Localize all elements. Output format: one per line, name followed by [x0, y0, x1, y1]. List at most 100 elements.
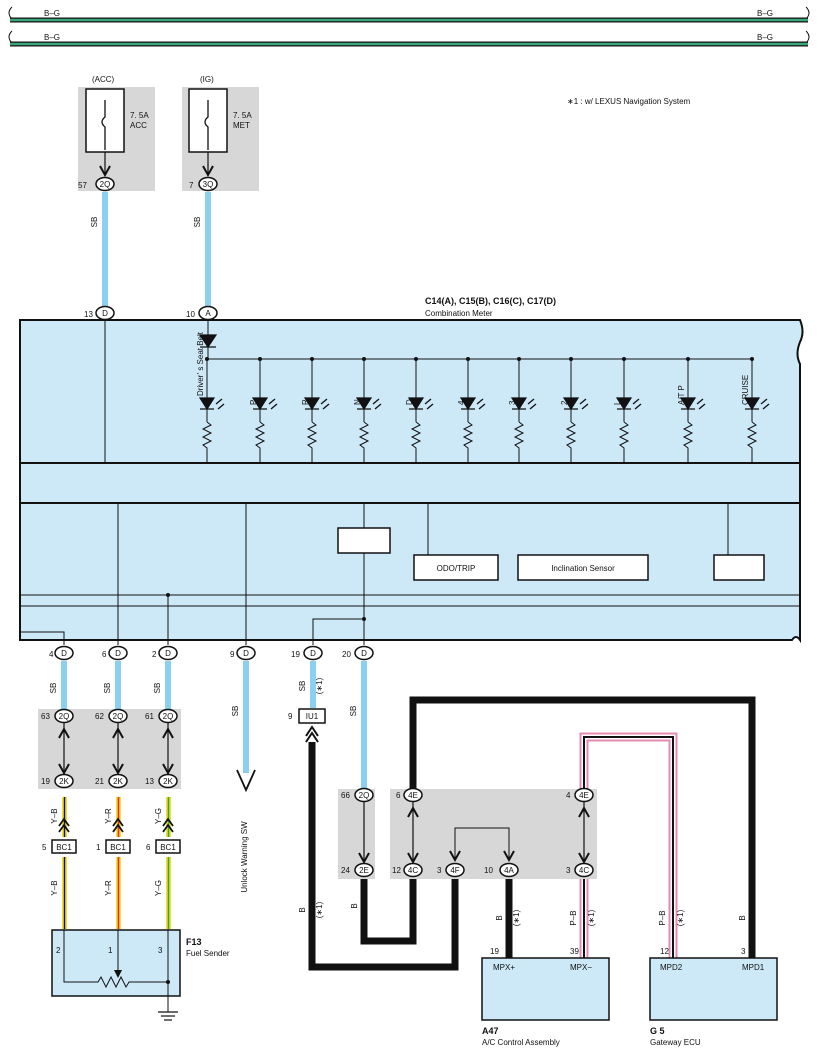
connector-oval [95, 176, 115, 192]
pin-number: 6 [396, 791, 401, 800]
wire-color-label: B [738, 915, 747, 920]
bus-label: B–G [757, 33, 773, 42]
wire-sb [102, 192, 108, 307]
wire-color-label: P–B [569, 910, 578, 925]
wire-color-label: P–B [658, 910, 667, 925]
pin-number: 62 [95, 712, 104, 721]
conn-label: 2Q [100, 180, 111, 189]
bus-label: B–G [757, 9, 773, 18]
connector-oval [574, 787, 594, 803]
ac-name: A/C Control Assembly [482, 1038, 560, 1047]
bc1-connector [155, 839, 181, 854]
ac-code: A47 [482, 1026, 499, 1036]
fuel-sender-code: F13 [186, 937, 202, 947]
conn-label: BC1 [56, 843, 72, 852]
gateway-code: G 5 [650, 1026, 665, 1036]
note-ref: (∗1) [587, 909, 596, 926]
pin-number: 2 [56, 946, 61, 955]
wire-color-label: SB [349, 706, 358, 717]
pin-number: 21 [95, 777, 104, 786]
fuse-rating: 7. 5A [233, 111, 252, 120]
fuel-sender-name: Fuel Sender [186, 949, 230, 958]
conn-label: D [61, 649, 67, 658]
wire-color-label: Y–G [154, 808, 163, 824]
led-label: Driver’ s Seat Belt [196, 331, 205, 396]
pin-number: 1 [108, 946, 113, 955]
pin-number: 19 [490, 947, 499, 956]
power-bus: B–G B–G B–G B–G [8, 6, 810, 47]
conn-label: 4C [408, 866, 418, 875]
pin-number: 3 [437, 866, 442, 875]
led-label: A/T P [677, 385, 686, 405]
meter-ecu-box [337, 527, 391, 554]
pin-number: 3 [741, 947, 746, 956]
fuse-acc: (ACC) 7. 5A ACC 57 [78, 75, 155, 191]
fuse-rating: 7. 5A [130, 111, 149, 120]
pin-number: 3 [158, 946, 163, 955]
pin-number: 4 [566, 791, 571, 800]
pin-number: 1 [96, 843, 101, 852]
wire-sb [205, 192, 211, 307]
pin-number: 6 [146, 843, 151, 852]
wire-color-label: B [298, 907, 307, 912]
pin-number: 12 [392, 866, 401, 875]
note-text: ∗1 : w/ LEXUS Navigation System [567, 97, 691, 106]
led-label: 2 [560, 400, 569, 405]
pin-number: 7 [189, 181, 194, 190]
wire-color-label: B [350, 903, 359, 908]
conn-label: 2K [163, 777, 173, 786]
connector-oval [574, 862, 594, 878]
led-label: CRUISE [741, 375, 750, 405]
wire-color-label: SB [298, 681, 307, 692]
led-label: N [353, 399, 362, 405]
conn-label: 4F [450, 866, 459, 875]
conn-label: 4E [579, 791, 589, 800]
conn-label: 2Q [113, 712, 124, 721]
pin-number: 19 [41, 777, 50, 786]
pin-number: 57 [78, 181, 87, 190]
inclination-sensor-label: Inclination Sensor [551, 564, 615, 573]
pin-number: 9 [288, 712, 293, 721]
note-ref: (∗1) [512, 909, 521, 926]
wire-color-label: Y–R [104, 808, 113, 824]
bus-label: B–G [44, 9, 60, 18]
fuse-name: MET [233, 121, 250, 130]
gateway-name: Gateway ECU [650, 1038, 701, 1047]
connector-oval [354, 787, 374, 803]
odo-trip-label: ODO/TRIP [437, 564, 476, 573]
wire-color-label: B [495, 915, 504, 920]
connector-oval [158, 773, 178, 789]
fuse-name: ACC [130, 121, 147, 130]
connector-oval [354, 862, 374, 878]
unlock-warning-sw-label: Unlock Warning SW [240, 821, 249, 893]
conn-label: 4C [579, 866, 589, 875]
conn-label: A [205, 309, 211, 318]
terminal-label: MPD1 [742, 963, 765, 972]
pin-number: 10 [186, 310, 195, 319]
pin-number: 13 [84, 310, 93, 319]
conn-label: 2E [359, 866, 369, 875]
terminal-label: MPX− [570, 963, 592, 972]
connector-oval [54, 645, 74, 661]
wire-color-label: Y–G [154, 880, 163, 896]
connector-oval [303, 645, 323, 661]
pin-number: 4 [49, 650, 54, 659]
conn-label: 2Q [59, 712, 70, 721]
conn-label: BC1 [160, 843, 176, 852]
connector-oval [54, 708, 74, 724]
connector-oval [158, 708, 178, 724]
led-label: L [613, 400, 622, 405]
conn-label: D [361, 649, 367, 658]
pin-number: 5 [42, 843, 47, 852]
bc1-connector [105, 839, 131, 854]
connector-oval [158, 645, 178, 661]
pin-number: 24 [341, 866, 350, 875]
connector-oval [198, 176, 218, 192]
yellow-wires: Y–B Y–R Y–G Y–B Y–R Y–G [50, 797, 171, 929]
fuse-source: (IG) [200, 75, 214, 84]
wire-color-label: Y–R [104, 880, 113, 896]
connector-oval [499, 862, 519, 878]
connector-oval [108, 645, 128, 661]
conn-label: 3Q [203, 180, 214, 189]
